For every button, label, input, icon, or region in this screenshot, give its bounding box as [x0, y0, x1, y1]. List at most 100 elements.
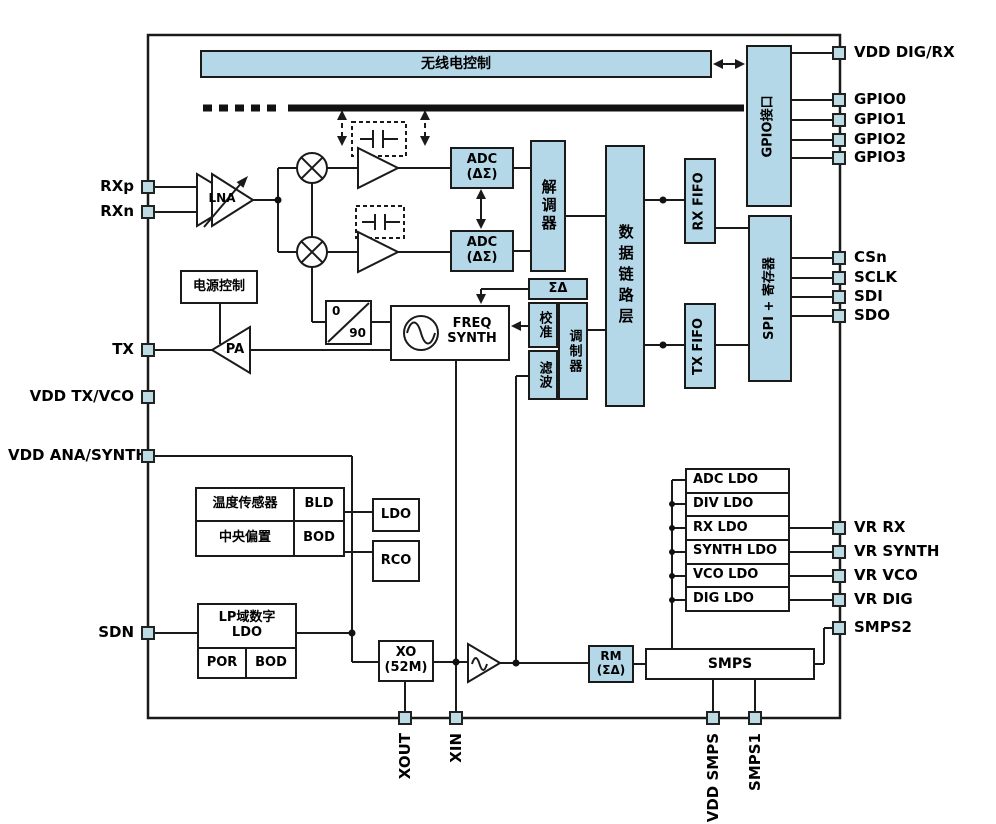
ldo-stack-row: DIG LDO: [693, 590, 754, 606]
pin-sdn: [141, 626, 155, 640]
pga-i-amplifier-icon: [357, 146, 401, 190]
adc-double-arrow: [476, 189, 486, 229]
adc-q-block: ADC (ΔΣ): [450, 230, 514, 272]
pin-rxp: [141, 180, 155, 194]
por-cell: POR: [199, 649, 247, 677]
pin-label-vr-rx: VR RX: [854, 518, 906, 536]
pin-sdo: [832, 309, 846, 323]
ldo-label: LDO: [380, 506, 412, 522]
demodulator-label: 解调器: [539, 179, 558, 233]
pin-csn: [832, 251, 846, 265]
power-control-label: 电源控制: [192, 278, 245, 294]
pin-gpio0: [832, 93, 846, 107]
pin-label-rxp: RXp: [100, 177, 134, 195]
pin-label-vr-synth: VR SYNTH: [854, 542, 940, 560]
pin-rxn: [141, 205, 155, 219]
pin-label-vdd-tx-vco: VDD TX/VCO: [29, 387, 134, 405]
gpio-interface-block: GPIO接口: [746, 45, 792, 207]
pin-label-csn: CSn: [854, 248, 887, 266]
demodulator-block: 解调器: [530, 140, 566, 272]
pin-vdd-tx-vco: [141, 390, 155, 404]
xo-block: XO (52M): [378, 640, 434, 682]
pin-vr-rx: [832, 521, 846, 535]
central-bias-cell: 中央偏置: [197, 522, 295, 555]
pga-capacitor-q: [355, 205, 405, 239]
bod2-cell: BOD: [255, 654, 287, 670]
adc-q-sublabel: (ΔΣ): [466, 250, 498, 265]
pin-vdd-dig-rx: [832, 46, 846, 60]
calibration-block: 校准: [528, 302, 558, 348]
ldo-stack-row: SYNTH LDO: [687, 541, 788, 565]
mixer-q-icon: [296, 236, 328, 268]
data-link-layer-block: 数据链路层: [605, 145, 645, 407]
pin-vr-synth: [832, 545, 846, 559]
pin-sclk: [832, 271, 846, 285]
rco-label: RCO: [380, 552, 412, 568]
bod-cell: BOD: [303, 530, 335, 546]
pin-label-vr-dig: VR DIG: [854, 590, 913, 608]
modulator-label: 调制器: [566, 328, 582, 374]
temp-sensor-cell: 温度传感器: [197, 489, 295, 522]
xo-sublabel: (52M): [384, 660, 428, 675]
xo-label: XO: [395, 645, 417, 661]
pin-vdd-smps: [706, 711, 720, 725]
ldo-stack-row: RX LDO: [687, 517, 788, 541]
freq-synth-label: FREQ SYNTH: [447, 316, 497, 346]
agc-control-arrows: [337, 110, 430, 146]
pin-label-tx: TX: [112, 340, 134, 358]
calibration-label: 校准: [536, 311, 552, 339]
freq-synth-block: FREQ SYNTH: [390, 305, 510, 361]
bld-cell: BLD: [295, 489, 343, 522]
smps-label: SMPS: [707, 655, 753, 672]
tx-fifo-label: TX FIFO: [691, 317, 707, 375]
sensor-bias-block: 温度传感器 BLD 中央偏置 BOD: [195, 487, 345, 557]
pin-label-vr-vco: VR VCO: [854, 566, 918, 584]
filter-block: 滤波: [528, 350, 558, 400]
rx-fifo-label: RX FIFO: [691, 171, 707, 231]
pa-label: PA: [225, 342, 245, 357]
lna-amplifier-icon: [196, 172, 255, 228]
ldo-block: LDO: [372, 498, 420, 532]
lp-domain-ldo-block: LP域数字 LDO POR BOD: [197, 603, 297, 679]
data-link-layer-label: 数据链路层: [616, 223, 635, 329]
pin-smps2: [832, 621, 846, 635]
pga-q-amplifier-icon: [357, 230, 401, 274]
pin-label-rxn: RXn: [100, 202, 134, 220]
gpio-interface-label: GPIO接口: [760, 94, 776, 158]
ldo-stack-row: DIV LDO: [687, 494, 788, 518]
pin-label-smps2: SMPS2: [854, 618, 912, 636]
adc-i-block: ADC (ΔΣ): [450, 147, 514, 189]
pin-sdi: [832, 290, 846, 304]
pin-label-sclk: SCLK: [854, 268, 897, 286]
pin-gpio3: [832, 151, 846, 165]
pin-gpio2: [832, 133, 846, 147]
pin-vdd-ana-synth: [141, 449, 155, 463]
radio-gpio-double-arrow: [713, 59, 745, 69]
smps-block: SMPS: [645, 648, 815, 680]
pin-vr-vco: [832, 569, 846, 583]
junction-dots: [274, 196, 675, 667]
filter-label: 滤波: [536, 361, 552, 389]
spi-registers-label: SPI + 寄存器: [761, 257, 777, 340]
pin-label-xin: XIN: [447, 733, 465, 763]
adc-i-label: ADC: [466, 152, 498, 168]
pin-label-smps1: SMPS1: [746, 733, 764, 791]
pa-amplifier-icon: [210, 325, 251, 375]
adc-q-label: ADC: [466, 235, 498, 251]
pin-xout: [398, 711, 412, 725]
sigma-delta-label: ΣΔ: [548, 280, 568, 296]
pin-label-gpio1: GPIO1: [854, 110, 907, 128]
pin-label-sdi: SDI: [854, 287, 883, 305]
pin-label-gpio3: GPIO3: [854, 148, 907, 166]
pin-smps1: [748, 711, 762, 725]
pin-label-vdd-smps: VDD SMPS: [704, 733, 722, 823]
ldo-stack-row: ADC LDO: [687, 470, 788, 494]
modulator-block: 调制器: [558, 302, 588, 400]
adc-i-sublabel: (ΔΣ): [466, 167, 498, 182]
mixer-i-icon: [296, 152, 328, 184]
ldo-stack: ADC LDO DIV LDO RX LDO SYNTH LDO VCO LDO…: [685, 468, 790, 612]
power-control-block: 电源控制: [180, 270, 258, 304]
chip-border: [146, 33, 842, 720]
